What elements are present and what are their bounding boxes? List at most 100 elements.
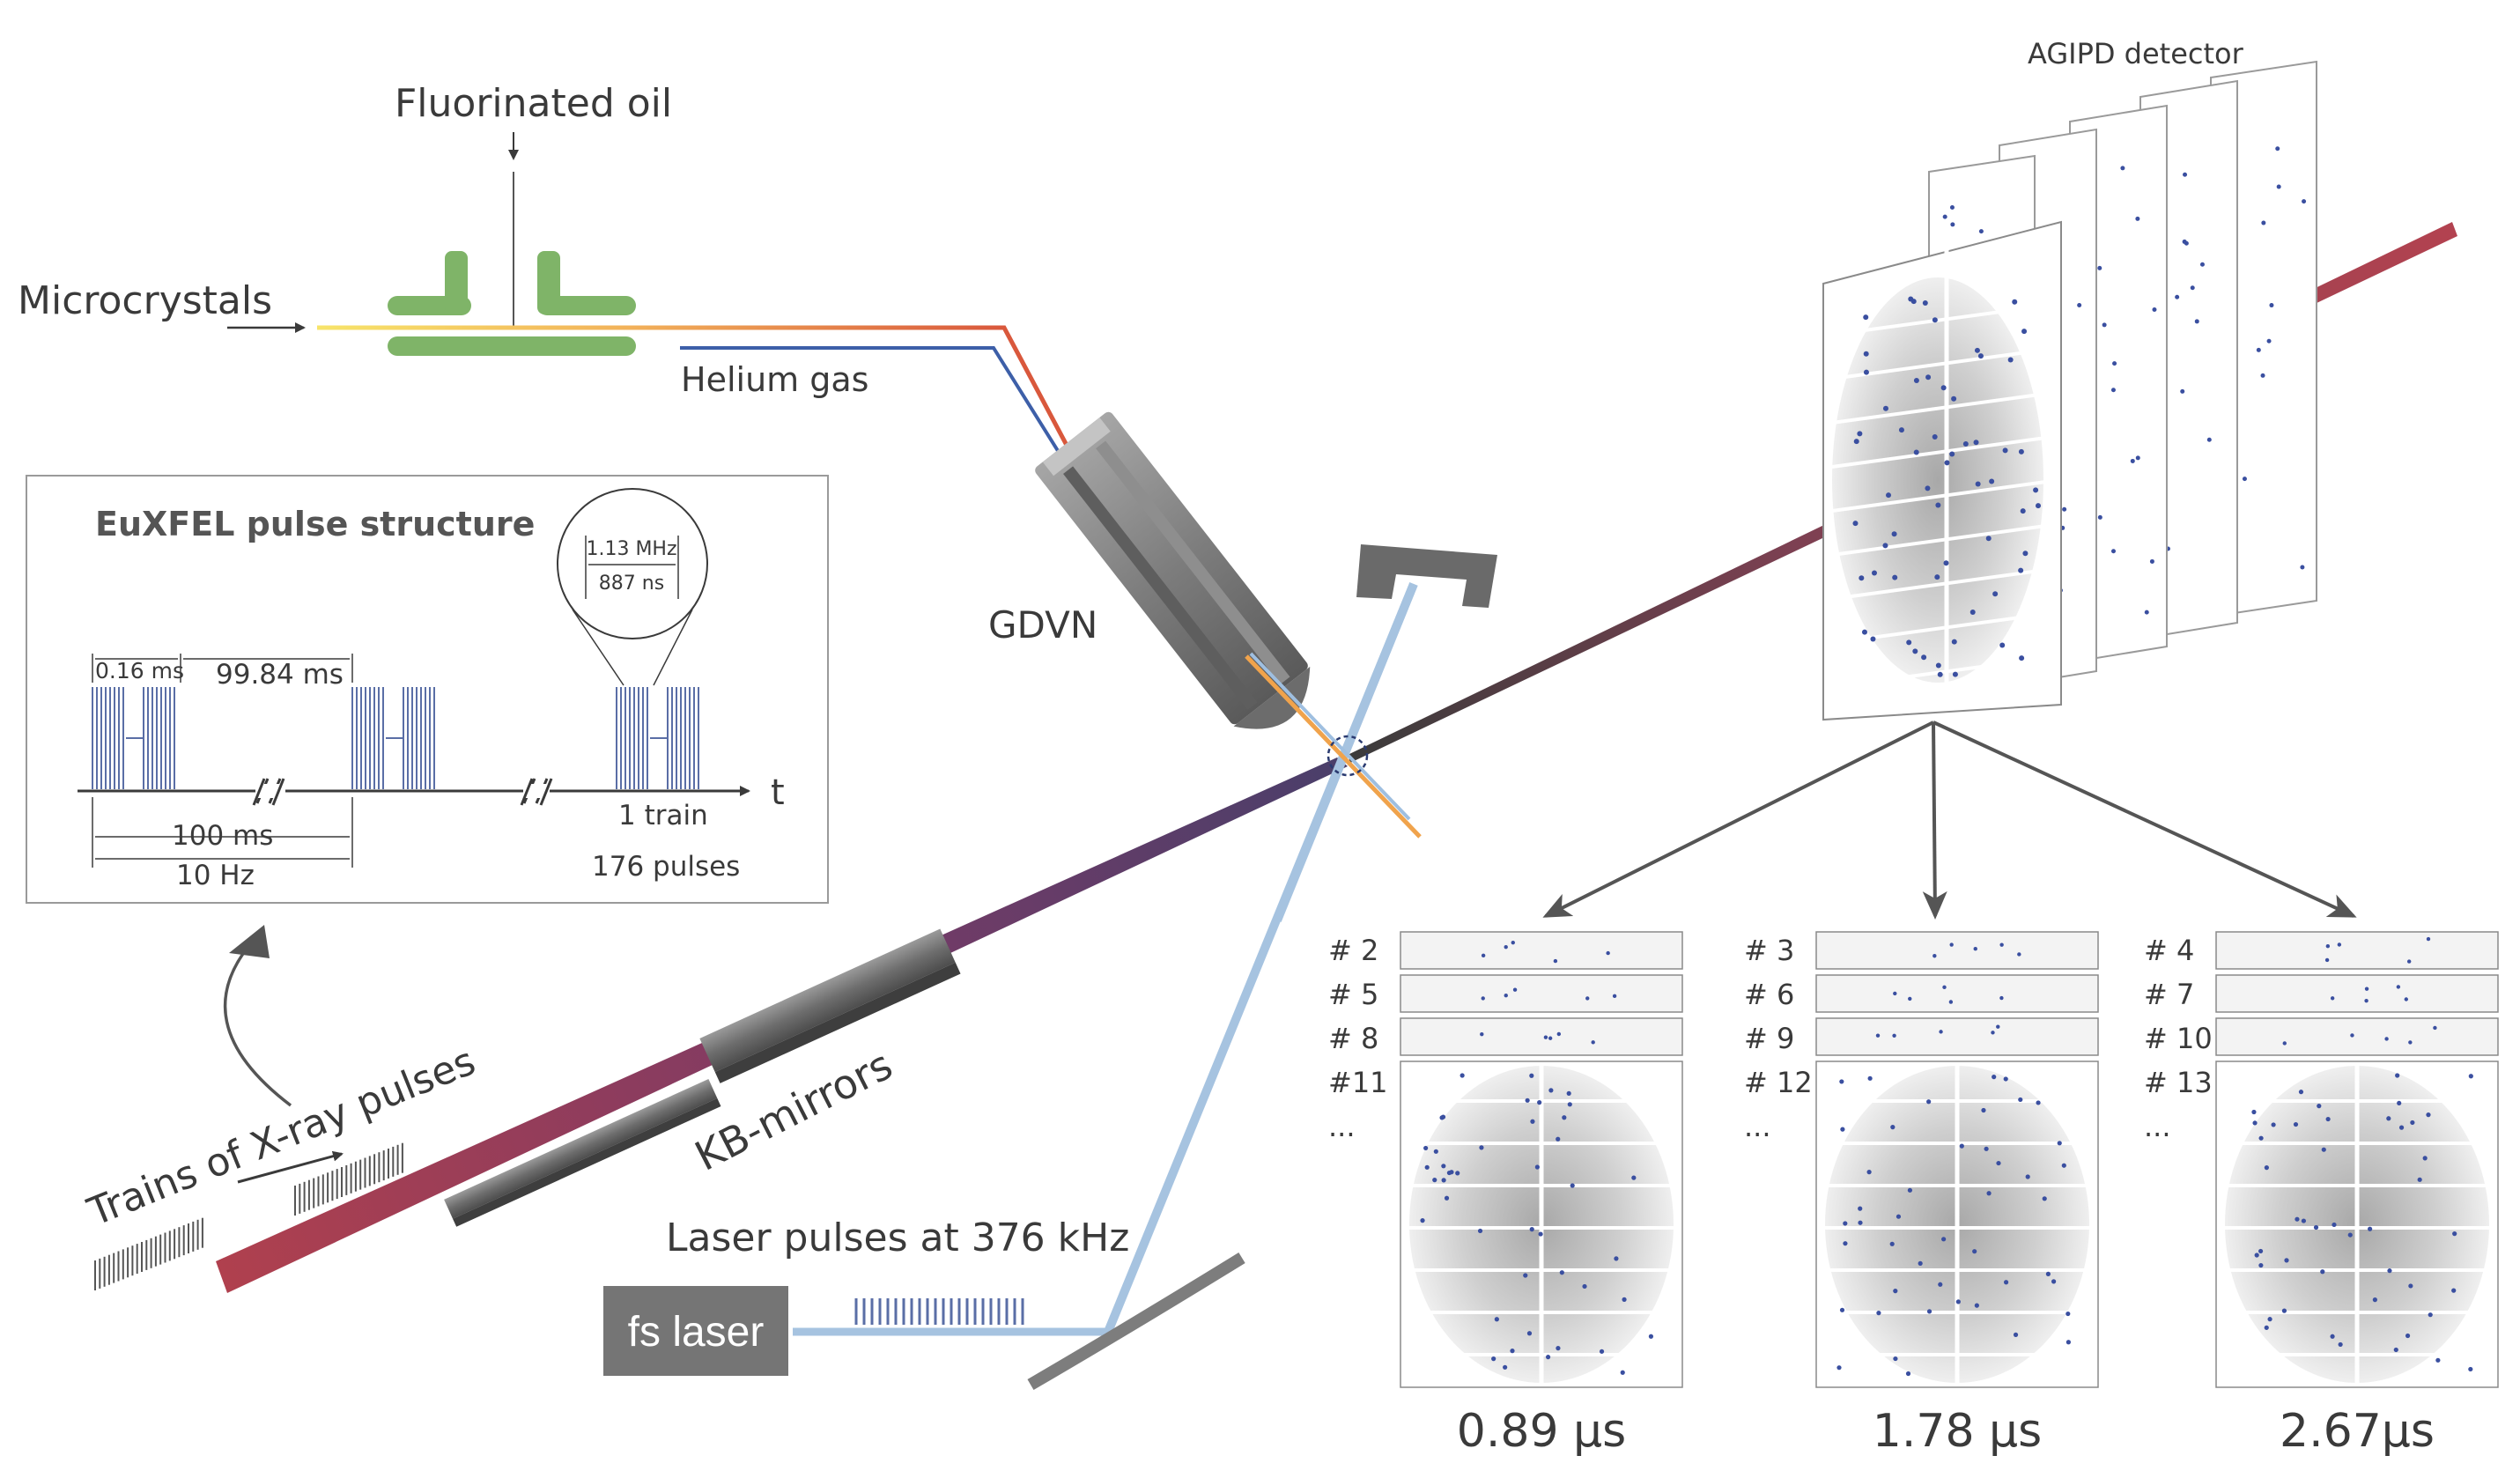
bragg-spot	[1529, 1227, 1534, 1232]
bragg-spot	[2021, 329, 2028, 335]
laser-pulses-label: Laser pulses at 376 kHz	[666, 1216, 1129, 1260]
bragg-spot	[2254, 1253, 2259, 1258]
bragg-spot	[2282, 1041, 2287, 1046]
bragg-spot	[1857, 431, 1863, 437]
bragg-spot	[1511, 940, 1515, 945]
bragg-spot	[2057, 1141, 2062, 1146]
beam-dump	[1356, 544, 1497, 608]
bragg-spot	[1973, 440, 1979, 446]
pattern-strip	[1815, 931, 2099, 970]
bragg-spot	[1543, 1035, 1548, 1039]
diffraction-panel: # 3# 6# 9# 12...1.78 µs	[1744, 931, 2099, 1458]
bragg-spot	[1441, 1164, 1446, 1169]
bragg-spot	[2284, 1258, 2289, 1263]
bragg-spot	[2324, 957, 2330, 963]
bragg-spot	[2260, 373, 2265, 378]
bragg-spot	[2012, 299, 2018, 305]
bragg-spot	[2110, 549, 2116, 554]
bragg-spot	[1852, 521, 1859, 527]
bragg-spot	[1863, 369, 1869, 375]
bragg-spot	[1591, 1040, 1595, 1045]
bragg-spot	[2293, 1121, 2299, 1127]
bragg-spot	[2451, 1288, 2457, 1293]
bragg-spot	[1949, 942, 1954, 947]
bragg-spot	[2298, 1090, 2304, 1095]
bragg-spot	[1973, 947, 1977, 951]
bragg-spot	[1944, 460, 1950, 466]
bragg-spot	[1908, 996, 1912, 1001]
pattern-strip	[1815, 1017, 2099, 1056]
inset-curved-arrowhead	[229, 925, 270, 958]
bragg-spot	[1886, 492, 1892, 499]
bragg-spot	[1867, 1075, 1873, 1081]
bragg-spot	[1975, 481, 1981, 487]
bragg-spot	[2325, 1116, 2331, 1122]
bragg-spot	[2452, 1231, 2457, 1237]
bragg-spot	[2267, 1317, 2272, 1322]
module-gap	[1831, 303, 2053, 336]
bragg-spot	[1913, 449, 1919, 455]
bragg-spot	[1504, 944, 1508, 950]
gas-exit	[1249, 652, 1411, 821]
bragg-spot	[2130, 458, 2135, 463]
mixing-nozzle	[388, 132, 636, 356]
bragg-spot	[2396, 985, 2401, 989]
bragg-spot	[1940, 385, 1947, 391]
bragg-spot	[1481, 953, 1486, 958]
pulses-label: 176 pulses	[592, 851, 740, 883]
bragg-spot	[1893, 1289, 1898, 1294]
fs-laser-box	[603, 1286, 788, 1376]
xray-train-left	[94, 1217, 203, 1290]
bragg-spot	[2180, 388, 2185, 394]
pulse-structure-title: EuXFEL pulse structure	[95, 505, 535, 543]
detector-arrows	[1542, 721, 2357, 920]
shot-index-label: ...	[1744, 1110, 1771, 1143]
bragg-spot	[1992, 591, 1999, 597]
bragg-spot	[1898, 427, 1904, 433]
bragg-spot	[2302, 199, 2307, 204]
bragg-spot	[1859, 575, 1865, 581]
bragg-spot	[1969, 609, 1976, 615]
bragg-spot	[1570, 1183, 1575, 1188]
bragg-spot	[2422, 1156, 2428, 1161]
bragg-spot	[2426, 1112, 2431, 1118]
bragg-spot	[2256, 347, 2261, 352]
bragg-spot	[2468, 1366, 2473, 1372]
bragg-spot	[1433, 1149, 1438, 1154]
bragg-spot	[2337, 942, 2342, 947]
bragg-spot	[1503, 1364, 1508, 1370]
bragg-spot	[1870, 636, 1876, 642]
bragg-spot	[2194, 319, 2199, 324]
shot-index-label: # 6	[1744, 978, 1794, 1011]
bragg-spot	[2404, 997, 2408, 1001]
bragg-spot	[2252, 1120, 2258, 1126]
module-gap	[1831, 655, 2053, 689]
bragg-spot	[1423, 1145, 1429, 1151]
bragg-spot	[1866, 1170, 1872, 1175]
bragg-spot	[1530, 1119, 1535, 1124]
bragg-spot	[2301, 1218, 2307, 1223]
bragg-spot	[1935, 502, 1941, 508]
bragg-spot	[2426, 936, 2431, 942]
shot-index-label: #11	[1328, 1066, 1388, 1099]
bragg-spot	[1912, 648, 1918, 654]
bragg-spot	[2330, 996, 2335, 1001]
bragg-spot	[1875, 1033, 1881, 1038]
bragg-spot	[1494, 1317, 1499, 1322]
bragg-spot	[1999, 942, 2004, 947]
pattern-strip	[1815, 974, 2099, 1013]
bragg-spot	[1986, 1191, 1992, 1196]
bragg-spot	[2007, 357, 2014, 363]
bragg-spot	[1538, 1231, 1543, 1237]
bragg-spot	[1991, 1031, 1995, 1035]
bragg-spot	[1910, 299, 1917, 305]
agipd-detector-label: AGIPD detector	[2028, 37, 2244, 70]
bragg-spot	[1876, 1311, 1881, 1316]
pattern-strip	[1400, 974, 1683, 1013]
bragg-spot	[1892, 1033, 1896, 1038]
bragg-spot	[2384, 1037, 2389, 1041]
bragg-spot	[1959, 1143, 1964, 1149]
bragg-spot	[2468, 1074, 2473, 1079]
bragg-spot	[1562, 1115, 1567, 1120]
bragg-spot	[2033, 487, 2039, 493]
